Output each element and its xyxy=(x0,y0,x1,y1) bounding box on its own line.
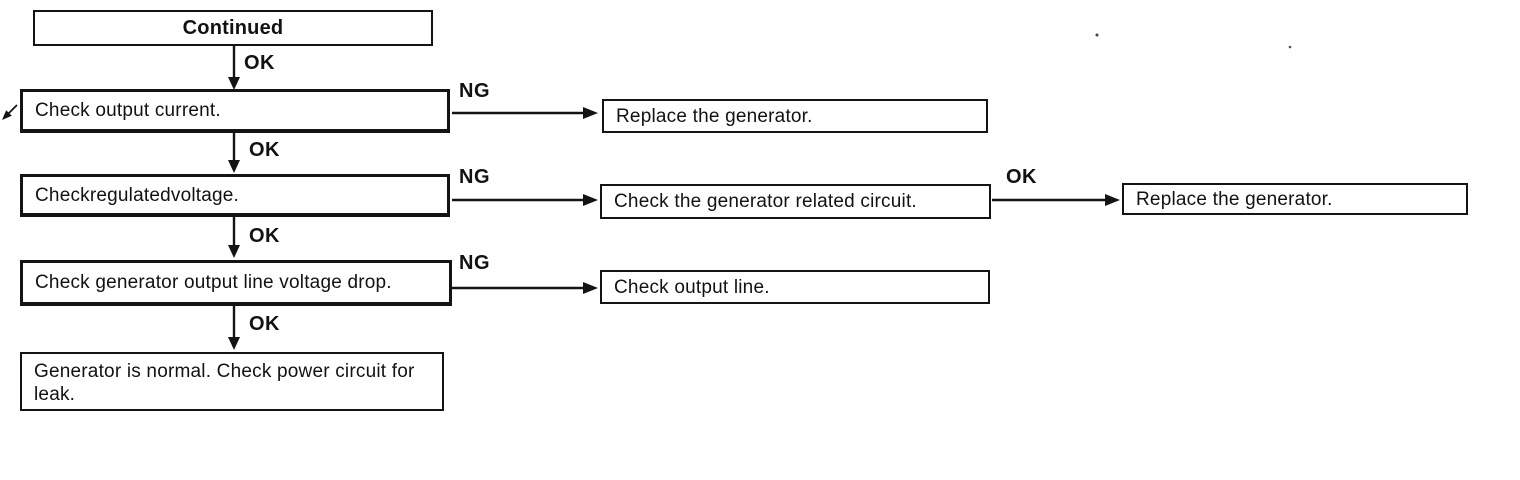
edge-label-ok-regulated-voltage: OK xyxy=(249,225,280,247)
node-replace-generator-top: Replace the generator. xyxy=(602,99,988,133)
node-check-generator-related-circuit: Check the generator related circuit. xyxy=(600,184,991,219)
scan-speckle xyxy=(1288,45,1292,49)
edge-label-ok-output-current: OK xyxy=(249,139,280,161)
node-replace-generator-right-label: Replace the generator. xyxy=(1136,188,1333,210)
node-check-regulated-voltage: Checkregulatedvoltage. xyxy=(20,174,450,217)
arrow-ng-regulated-voltage-to-related-circuit xyxy=(452,194,598,206)
edge-label-ok-related-circuit: OK xyxy=(1006,166,1037,188)
arrow-ok-related-circuit-to-replace-generator xyxy=(992,194,1120,206)
stray-left-arrow-mark xyxy=(2,104,18,120)
edge-label-ok-continued: OK xyxy=(244,52,275,74)
arrow-continued-to-check-output-current xyxy=(228,46,240,90)
node-continued-label: Continued xyxy=(182,16,284,39)
edge-label-ng-regulated-voltage: NG xyxy=(459,166,490,188)
edge-label-ng-voltage-drop: NG xyxy=(459,252,490,274)
node-check-output-line: Check output line. xyxy=(600,270,990,304)
node-check-output-current-label: Check output current. xyxy=(35,100,221,121)
node-generator-normal-label: Generator is normal. Check power circuit… xyxy=(34,361,415,405)
node-check-generator-related-circuit-label: Check the generator related circuit. xyxy=(614,191,917,212)
edge-label-ok-voltage-drop: OK xyxy=(249,313,280,335)
node-check-regulated-voltage-label: Checkregulatedvoltage. xyxy=(35,184,240,206)
node-replace-generator-right: Replace the generator. xyxy=(1122,183,1468,215)
edge-label-ng-output-current: NG xyxy=(459,80,490,102)
arrow-voltage-drop-to-generator-normal xyxy=(228,306,240,350)
node-check-output-current: Check output current. xyxy=(20,89,450,133)
node-replace-generator-top-label: Replace the generator. xyxy=(616,105,813,127)
node-check-output-line-label: Check output line. xyxy=(614,276,770,298)
arrow-ng-output-current-to-replace-generator xyxy=(452,107,598,119)
node-check-generator-output-line-voltage-drop: Check generator output line voltage drop… xyxy=(20,260,452,306)
scan-speckle xyxy=(1095,33,1099,37)
arrow-output-current-to-regulated-voltage xyxy=(228,133,240,173)
arrow-ng-voltage-drop-to-check-output-line xyxy=(452,282,598,294)
arrow-regulated-voltage-to-voltage-drop xyxy=(228,217,240,258)
node-check-generator-output-line-voltage-drop-label: Check generator output line voltage drop… xyxy=(35,272,392,293)
node-continued: Continued xyxy=(33,10,433,46)
node-generator-normal: Generator is normal. Check power circuit… xyxy=(20,352,444,411)
